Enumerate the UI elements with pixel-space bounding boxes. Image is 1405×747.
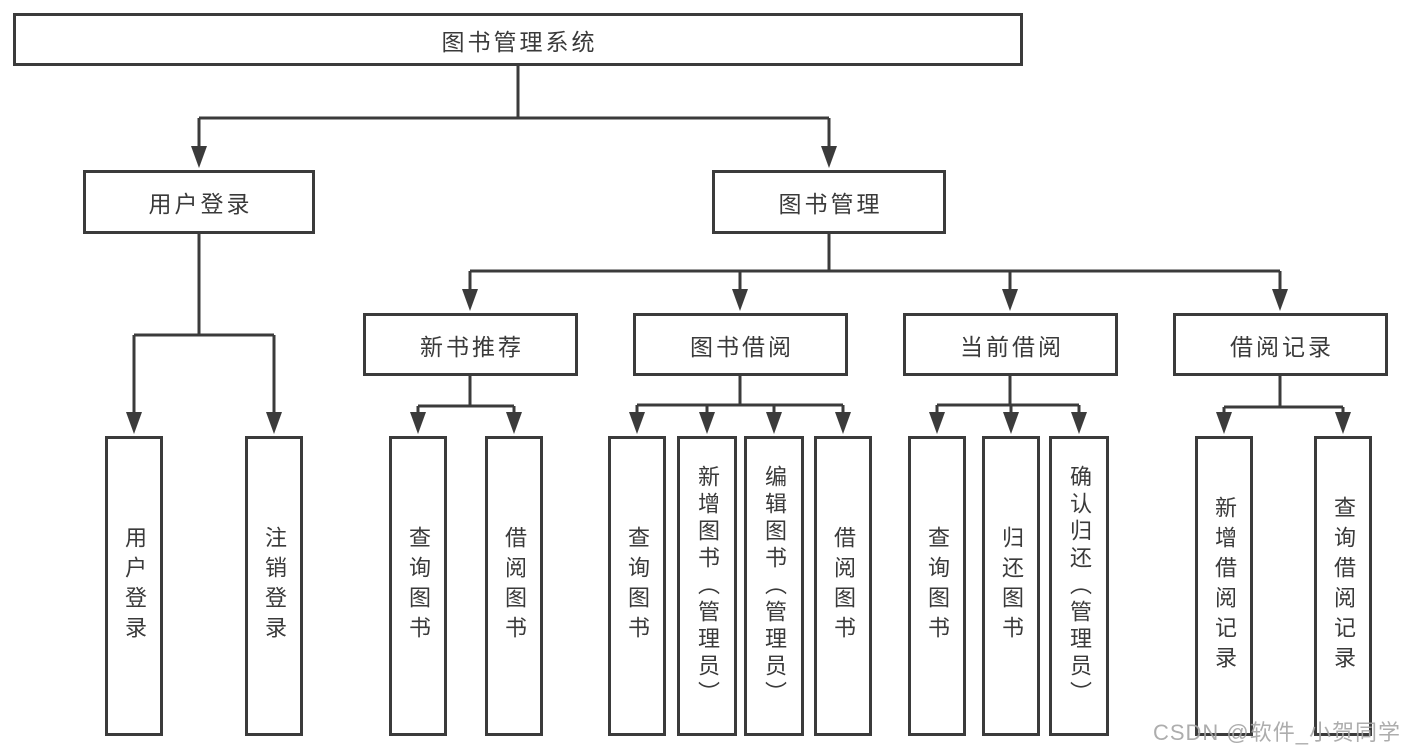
- node-add-borrow-record: 新增借阅记录: [1195, 436, 1253, 736]
- node-library-management-system: 图书管理系统: [13, 13, 1023, 66]
- watermark-text: CSDN @软件_小贺同学: [1152, 720, 1401, 745]
- node-query-books-recommend: 查询图书: [389, 436, 447, 736]
- node-new-book-recommendation: 新书推荐: [363, 313, 578, 376]
- node-confirm-return-admin: 确认归还（管理员）: [1049, 436, 1109, 736]
- node-user-login-group: 用户登录: [83, 170, 315, 234]
- node-user-login: 用户登录: [105, 436, 163, 736]
- node-book-borrowing: 图书借阅: [633, 313, 848, 376]
- node-logout-login: 注销登录: [245, 436, 303, 736]
- node-return-books: 归还图书: [982, 436, 1040, 736]
- node-borrow-books-borrow: 借阅图书: [814, 436, 872, 736]
- node-query-borrow-record: 查询借阅记录: [1314, 436, 1372, 736]
- node-query-books-borrow: 查询图书: [608, 436, 666, 736]
- node-borrowing-records: 借阅记录: [1173, 313, 1388, 376]
- arrowhead-icons: [126, 146, 1351, 434]
- node-query-books-current: 查询图书: [908, 436, 966, 736]
- node-add-books-admin: 新增图书（管理员）: [677, 436, 737, 736]
- node-current-borrowing: 当前借阅: [903, 313, 1118, 376]
- node-edit-books-admin: 编辑图书（管理员）: [744, 436, 804, 736]
- node-book-management: 图书管理: [712, 170, 946, 234]
- node-borrow-books-recommend: 借阅图书: [485, 436, 543, 736]
